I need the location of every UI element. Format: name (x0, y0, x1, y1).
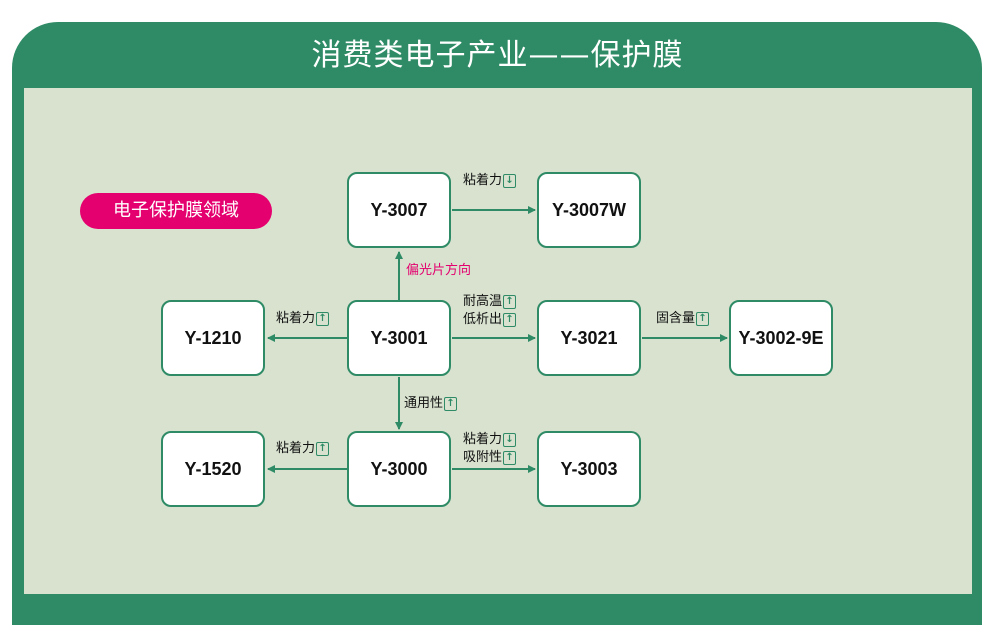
arrow-up-icon: ↑ (444, 397, 458, 411)
edge-label-text: 固含量 (656, 311, 696, 326)
node-y3001: Y-3001 (347, 300, 451, 376)
node-y3007w: Y-3007W (537, 172, 641, 248)
edge-label: 耐高温 ↑ (463, 293, 517, 311)
edge-label: 粘着力 ↑ (276, 440, 330, 458)
edge-label-text: 粘着力 (276, 311, 316, 326)
edge-label-text: 通用性 (404, 396, 444, 411)
node-y3003: Y-3003 (537, 431, 641, 507)
edge-label: 低析出 ↑ (463, 311, 517, 329)
edge-label-text: 粘着力 (276, 441, 316, 456)
arrow-down-icon: ↓ (503, 174, 517, 188)
node-y3021: Y-3021 (537, 300, 641, 376)
edge-label: 固含量 ↑ (656, 310, 710, 328)
node-y3000: Y-3000 (347, 431, 451, 507)
edge-label-text: 粘着力 (463, 432, 503, 447)
edge-label: 粘着力 ↓ (463, 431, 517, 449)
arrow-up-icon: ↑ (503, 313, 517, 327)
edge-label-text: 低析出 (463, 312, 503, 327)
edge-label-text: 耐高温 (463, 294, 503, 309)
edge-label-text: 吸附性 (463, 450, 503, 465)
node-y1520: Y-1520 (161, 431, 265, 507)
category-badge: 电子保护膜领域 (80, 193, 272, 229)
arrow-up-icon: ↑ (696, 312, 710, 326)
edge-label: 粘着力 ↑ (276, 310, 330, 328)
page-title: 消费类电子产业——保护膜 (311, 38, 684, 73)
arrow-up-icon: ↑ (316, 442, 330, 456)
edge-label: 吸附性 ↑ (463, 449, 517, 467)
arrow-up-icon: ↑ (316, 312, 330, 326)
node-y3007: Y-3007 (347, 172, 451, 248)
edge-label: 偏光片方向 (406, 262, 471, 280)
arrow-down-icon: ↓ (503, 433, 517, 447)
node-y1210: Y-1210 (161, 300, 265, 376)
edge-label: 通用性 ↑ (404, 395, 458, 413)
arrow-up-icon: ↑ (503, 295, 517, 309)
edge-label-text: 偏光片方向 (406, 263, 472, 278)
edge-label-text: 粘着力 (463, 173, 503, 188)
arrow-up-icon: ↑ (503, 451, 517, 465)
node-y3002-9e: Y-3002-9E (729, 300, 833, 376)
edge-label: 粘着力 ↓ (463, 172, 517, 190)
